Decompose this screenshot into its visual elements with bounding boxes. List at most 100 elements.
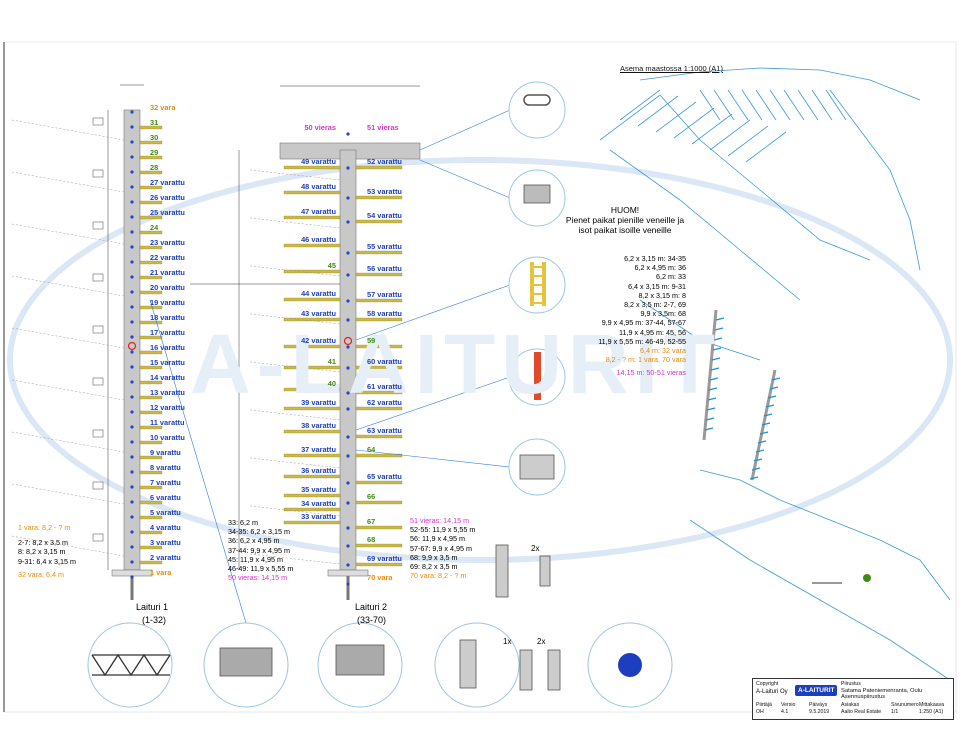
leader-lines (129, 109, 511, 641)
pier-2-lfinger-49 (283, 165, 341, 170)
pier-2-rfinger-53 (355, 195, 403, 200)
pier-2-post-59 (346, 345, 350, 349)
pier-2-berth-48-status: varattu (309, 182, 336, 191)
pier-1-berth-31-number: 31 (150, 118, 159, 127)
site-stripe-6 (783, 89, 805, 121)
lifebuoy-post-icon (534, 352, 541, 400)
tree-symbol (863, 574, 871, 582)
pier-1-finger-20 (139, 290, 163, 295)
pontoon-joint-a-icon (219, 647, 273, 677)
site-stripe-9 (825, 89, 847, 121)
pier-2-berth-58-number: 58 (367, 309, 376, 318)
pier-1-post-20 (130, 290, 134, 294)
pier-2-rfinger-62 (355, 406, 403, 411)
pier-2-berth-51: 51 vieras (367, 124, 399, 131)
pier-1-berth-28-number: 28 (150, 163, 159, 172)
pier-1-chain-3 (11, 275, 125, 297)
pier-2-lfinger-45 (283, 269, 341, 274)
pier-1-berth-17-number: 17 (150, 328, 159, 337)
pier-1-chain-8 (11, 535, 125, 557)
parking-stripe-4 (691, 113, 733, 145)
pier-2-rfinger-60 (355, 365, 403, 370)
tb-scale: 1:250 (A1) (919, 709, 944, 715)
site-plan-lines (599, 67, 951, 681)
size-table-orange-1: 6,4 m: 32 vara (640, 346, 686, 356)
pier-1-berth-10: 10 varattu (150, 434, 185, 441)
pier-1-post-27 (130, 185, 134, 189)
mini-finger-a-0 (715, 317, 725, 321)
pier-2-berth-60-status: varattu (375, 357, 402, 366)
pier-2-berth-49-status: varattu (309, 157, 336, 166)
pier-2-chain-0 (249, 169, 341, 181)
site-line-5 (829, 89, 921, 271)
pier-2-post-65 (346, 481, 350, 485)
pier-1-post-1 (130, 575, 134, 579)
huom-line-1: Pienet paikat pienille veneille ja (565, 215, 685, 225)
mini-finger-b-6 (759, 431, 769, 435)
pier-2-berth-63-status: varattu (375, 426, 402, 435)
pier-2-berth-35: 35 varattu (301, 486, 336, 493)
pier-2-chain-4 (249, 361, 341, 373)
pier-2-berth-63: 63 varattu (367, 427, 402, 434)
size-row-8: 11,9 x 4,95 m: 45, 56 (619, 327, 686, 337)
mini-finger-a-8 (707, 397, 717, 401)
pier-2-berth-43: 43 varattu (301, 310, 336, 317)
pier-2-berth-68-number: 68 (367, 535, 376, 544)
pier-1-finger-15 (139, 365, 163, 370)
mini-finger-a-5 (710, 367, 720, 371)
pier-1-berth-21-number: 21 (150, 268, 159, 277)
site-line-0 (599, 94, 871, 261)
pier-2-sum-row-2: 36: 6,2 x 4,95 m (228, 536, 280, 546)
pier-1-anchor-1 (92, 169, 104, 178)
pier-2-lfinger-48 (283, 190, 341, 195)
pier-2-berth-67-number: 67 (367, 517, 376, 526)
tb-sheet-label: Sivunumero (891, 702, 919, 708)
pier-2-rfinger-64 (355, 453, 403, 458)
pier-2-lfinger-42 (283, 344, 341, 349)
mini-finger-b-8 (755, 449, 765, 453)
pier-1-post-32 (130, 110, 134, 114)
pier-1-berth-32-number: 32 (150, 103, 159, 112)
pier-1-post-22 (130, 260, 134, 264)
pier-2-summary-magenta: 50 vieras: 14,15 m (228, 573, 288, 583)
pier-2-chain-8 (249, 553, 341, 565)
pier-1-berth-18: 18 varattu (150, 314, 185, 321)
pier-2-right-magenta: 51 vieras: 14,15 m (410, 516, 470, 525)
pier-2-lfinger-44 (283, 297, 341, 302)
pier-1-berth-8-status: varattu (154, 463, 181, 472)
pier-1-berth-19-number: 19 (150, 298, 159, 307)
pier-1-berth-11: 11 varattu (150, 419, 185, 426)
pier-1-finger-27 (139, 185, 163, 190)
pier-1-berth-20: 20 varattu (150, 284, 185, 291)
pier-1-post-3 (130, 545, 134, 549)
pier-1-finger-30 (139, 140, 163, 145)
pier-1-sum-row-1: 8: 8,2 x 3,15 m (18, 547, 66, 557)
pier-2-post-67 (346, 526, 350, 530)
pier-1-berth-4-number: 4 (150, 523, 155, 532)
pier-2-chain-7 (249, 505, 341, 517)
pier-2-berth-35-number: 35 (301, 485, 310, 494)
pier-2-berth-49-number: 49 (301, 157, 310, 166)
pier-1-berth-25: 25 varattu (150, 209, 185, 216)
pier-1-berth-13-status: varattu (158, 388, 185, 397)
site-stripe-3 (741, 89, 763, 121)
pier-2-rfinger-68 (355, 543, 403, 548)
pier-1-berth-23: 23 varattu (150, 239, 185, 246)
leader-0 (419, 109, 511, 151)
pier-2-berth-52: 52 varattu (367, 158, 402, 165)
pier-1-berth-20-status: varattu (158, 283, 185, 292)
pier-1-berth-23-status: varattu (158, 238, 185, 247)
bracket-icon (519, 454, 555, 480)
pier-1-summary-orange: 1 vara: 8,2 - ? m (18, 523, 71, 532)
pier-1-finger-25 (139, 215, 163, 220)
pier-2-berth-61: 61 varattu (367, 383, 402, 390)
pier-2-berth-56: 56 varattu (367, 265, 402, 272)
pier-2-berth-57: 57 varattu (367, 291, 402, 298)
pier-2-berth-61-status: varattu (375, 382, 402, 391)
pier-1-berth-5: 5 varattu (150, 509, 181, 516)
pier-1-post-19 (130, 305, 134, 309)
pier-2-berth-58-status: varattu (375, 309, 402, 318)
pier-2-berth-58: 58 varattu (367, 310, 402, 317)
leader-2 (355, 284, 511, 341)
